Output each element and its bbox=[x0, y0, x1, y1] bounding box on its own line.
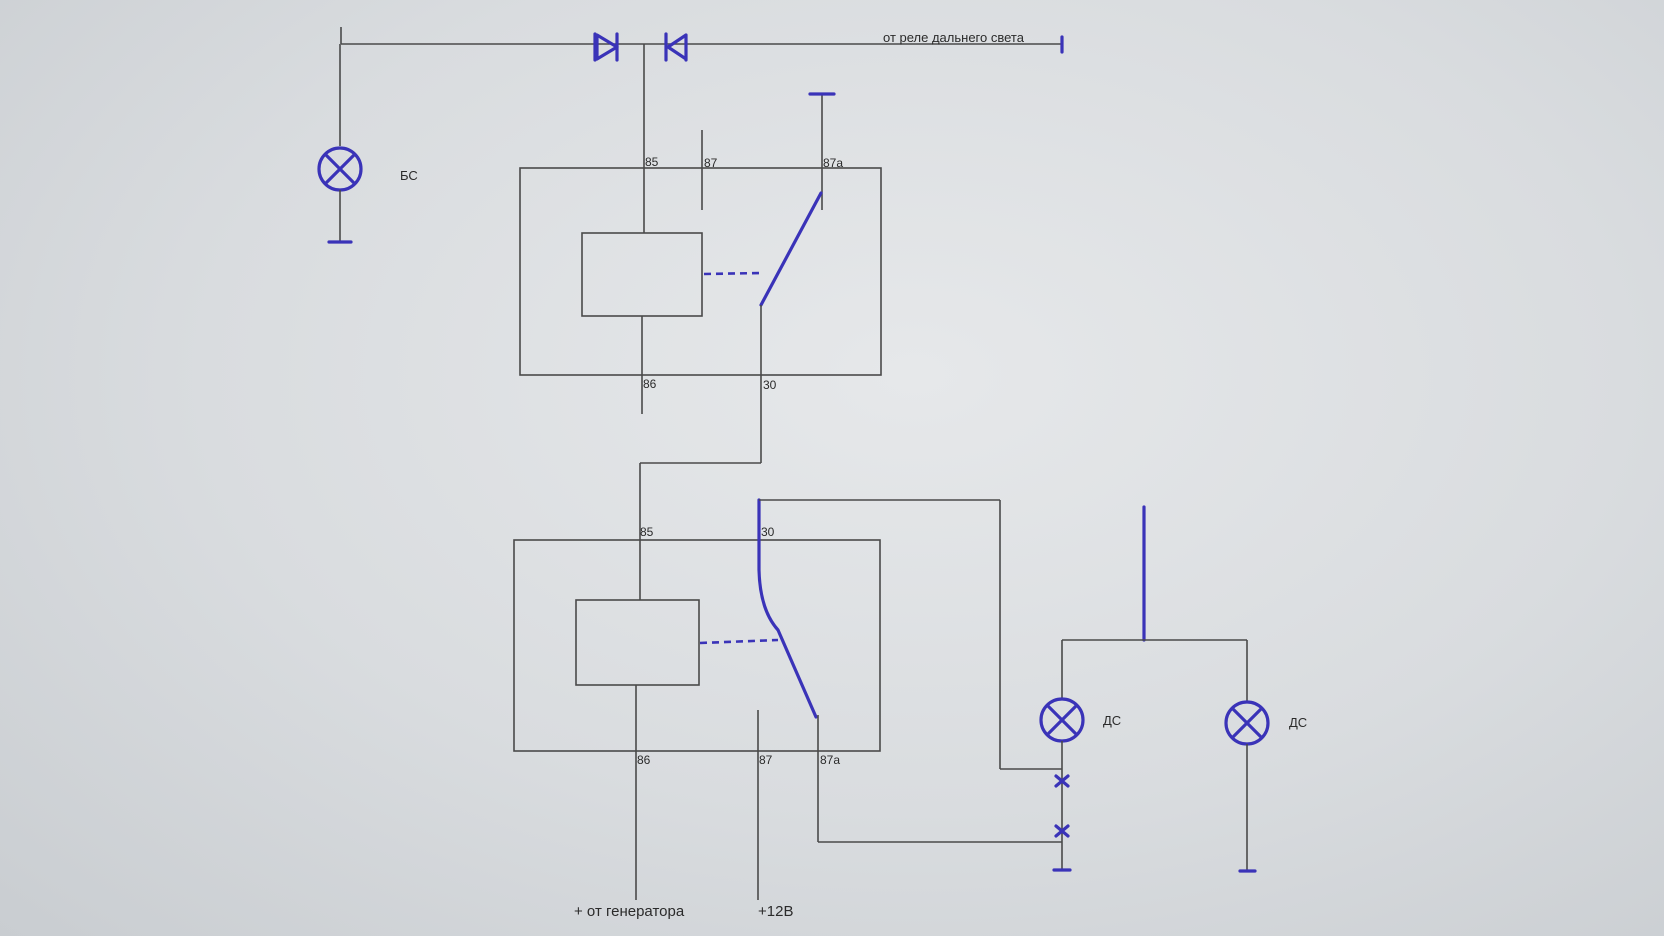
relay-link-wire bbox=[639, 462, 761, 600]
bs-lamp-icon bbox=[317, 44, 363, 244]
relay-top-pin-86: 86 bbox=[643, 377, 657, 391]
top-feed-line bbox=[340, 27, 1064, 54]
relay-bottom bbox=[513, 498, 1062, 900]
relay-bottom-pin-87: 87 bbox=[759, 753, 773, 767]
ds-lamp-left-label: ДС bbox=[1103, 713, 1121, 728]
relay-top-coil bbox=[581, 232, 703, 317]
ds-lamp-right-icon bbox=[1224, 700, 1270, 873]
relay-top-pin-87a: 87а bbox=[823, 156, 843, 170]
cut-mark-lower-icon bbox=[1054, 824, 1070, 838]
relay-top bbox=[519, 44, 882, 463]
ds-lamp-left-icon bbox=[1039, 697, 1085, 872]
diode-right-icon bbox=[664, 32, 688, 62]
relay-top-pin-87: 87 bbox=[704, 156, 718, 170]
relay-bottom-pin-85: 85 bbox=[640, 525, 654, 539]
diode-left-icon bbox=[593, 32, 619, 62]
relay-top-pin-30: 30 bbox=[763, 378, 777, 392]
relay-bottom-coil bbox=[575, 599, 700, 686]
ds-lamp-right-label: ДС bbox=[1289, 715, 1307, 730]
relay-bottom-pin-30: 30 bbox=[761, 525, 775, 539]
relay-top-pin-85: 85 bbox=[645, 155, 659, 169]
ds-supply-bus bbox=[1061, 505, 1248, 702]
plus12-label: +12В bbox=[758, 903, 793, 920]
generator-label: + от генератора bbox=[574, 903, 685, 920]
relay-bottom-pin-87a: 87а bbox=[820, 753, 840, 767]
high-beam-source-label: от реле дальнего света bbox=[883, 30, 1025, 45]
relay-bottom-pin-86: 86 bbox=[637, 753, 651, 767]
bs-lamp-label: БС bbox=[400, 168, 418, 183]
cut-mark-upper-icon bbox=[1054, 774, 1070, 788]
